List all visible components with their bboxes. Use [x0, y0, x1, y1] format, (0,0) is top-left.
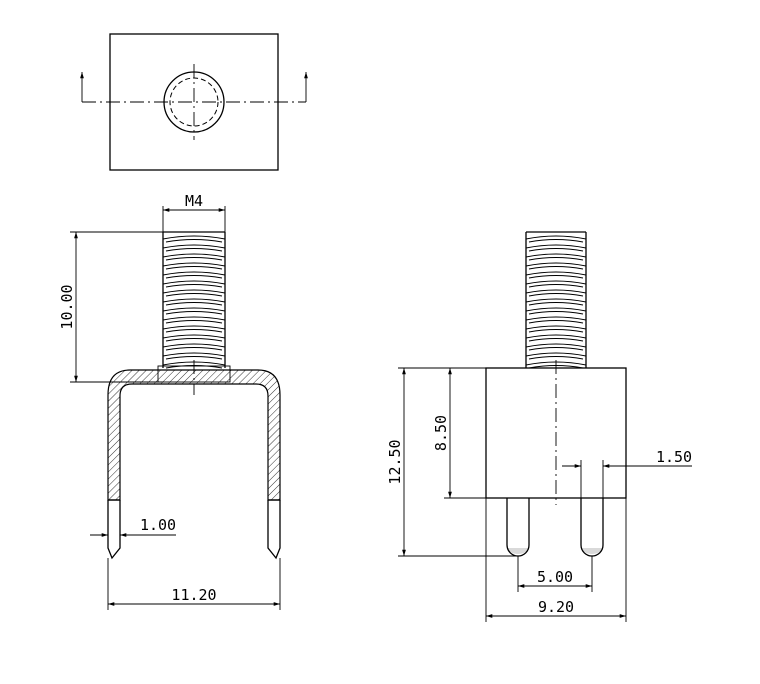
thread-crest-line: [525, 298, 587, 303]
thread-root-line: [528, 302, 584, 306]
thread-root-line: [165, 320, 223, 324]
thread-root-line: [165, 311, 223, 315]
thread-crest-line: [525, 307, 587, 312]
thread-root-line: [528, 347, 584, 351]
thread-crest-line: [162, 343, 226, 348]
thread-root-line: [528, 293, 584, 297]
thread-root-line: [165, 356, 223, 360]
thread-crest-line: [162, 307, 226, 312]
thread-root-line: [528, 320, 584, 324]
thread-crest-line: [162, 280, 226, 285]
dim-thread-length-label: 10.00: [58, 284, 76, 329]
thread-crest-line: [525, 325, 587, 330]
thread-root-line: [165, 338, 223, 342]
thread-crest-line: [162, 262, 226, 267]
thread-root-line: [165, 248, 223, 252]
front-pin-left: [506, 498, 530, 557]
thread-root-line: [528, 329, 584, 333]
thread-crest-line: [525, 271, 587, 276]
thread-crest-line: [525, 235, 587, 240]
thread-crest-line: [525, 280, 587, 285]
thread-crest-line: [162, 325, 226, 330]
thread-crest-line: [162, 253, 226, 258]
thread-crest-line: [525, 289, 587, 294]
thread-crest-line: [162, 316, 226, 321]
dim-wall-thickness-label: 1.00: [140, 516, 176, 534]
thread-root-line: [165, 329, 223, 333]
thread-crest-line: [525, 316, 587, 321]
dim-overall-height-label: 12.50: [386, 439, 404, 484]
thread-root-line: [165, 239, 223, 243]
thread-root-line: [165, 257, 223, 261]
thread-root-line: [528, 257, 584, 261]
dim-pin-spacing-label: 5.00: [537, 568, 573, 586]
thread-crest-line: [525, 334, 587, 339]
front-thread: [525, 231, 587, 369]
thread-crest-line: [525, 262, 587, 267]
front-view: 12.50 8.50 1.50 5.00 9.20: [386, 231, 692, 622]
thread-root-line: [165, 302, 223, 306]
thread-crest-line: [525, 343, 587, 348]
section-view: M4 10.00 1.00 11.20: [58, 192, 281, 610]
thread-root-line: [165, 284, 223, 288]
thread-crest-line: [162, 271, 226, 276]
thread-root-line: [528, 248, 584, 252]
thread-root-line: [528, 311, 584, 315]
thread-root-line: [165, 293, 223, 297]
dim-thread-label: M4: [185, 192, 203, 210]
thread-root-line: [528, 356, 584, 360]
thread-root-line: [528, 284, 584, 288]
thread-root-line: [528, 266, 584, 270]
thread-crest-line: [525, 253, 587, 258]
dim-body-height-label: 8.50: [432, 415, 450, 451]
thread-crest-line: [162, 298, 226, 303]
thread-crest-line: [162, 289, 226, 294]
right-pin-tip: [267, 500, 281, 560]
thread-crest-line: [162, 334, 226, 339]
thread-root-line: [165, 266, 223, 270]
dim-pin-diameter-label: 1.50: [656, 448, 692, 466]
thread-root-line: [528, 239, 584, 243]
dim-width-side-label: 11.20: [171, 586, 216, 604]
thread-crest-line: [525, 244, 587, 249]
dim-width-front-label: 9.20: [538, 598, 574, 616]
front-pin-right: [580, 498, 604, 557]
thread-root-line: [165, 275, 223, 279]
thread-root-line: [528, 275, 584, 279]
thread-crest-line: [162, 244, 226, 249]
thread-crest-line: [525, 352, 587, 357]
thread-crest-line: [162, 352, 226, 357]
thread-root-line: [528, 338, 584, 342]
top-view: [80, 33, 308, 171]
left-pin-tip: [107, 500, 121, 560]
section-thread: [162, 231, 226, 369]
thread-root-line: [165, 347, 223, 351]
thread-crest-line: [162, 235, 226, 240]
